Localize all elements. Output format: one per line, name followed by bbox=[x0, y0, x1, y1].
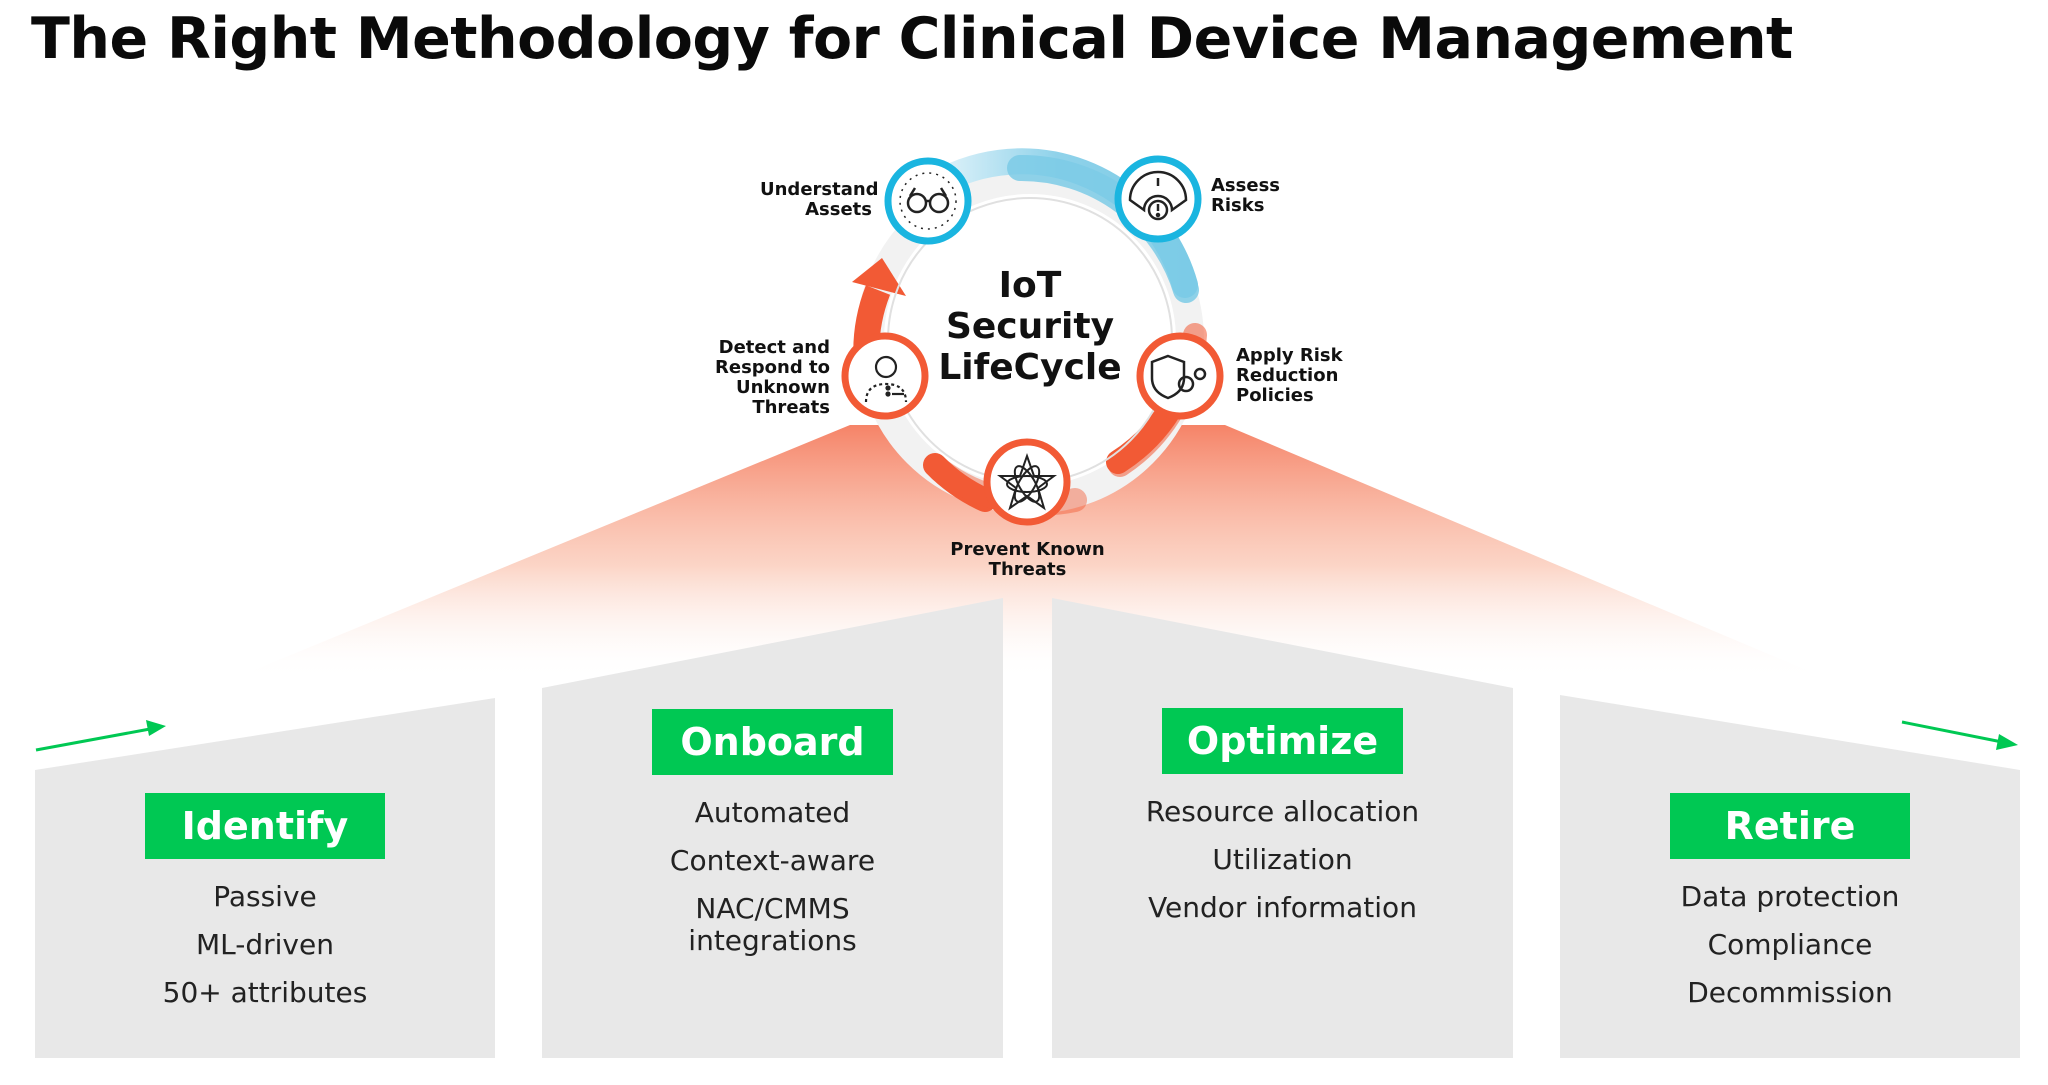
ring-arrowhead bbox=[852, 258, 906, 296]
stage-item: Resource allocation bbox=[1145, 795, 1420, 828]
stage-item: 50+ attributes bbox=[162, 976, 368, 1009]
stage-retire: Retire Data protection Compliance Decomm… bbox=[1560, 793, 2020, 1017]
node-understand-assets bbox=[884, 157, 972, 245]
stage-item: NAC/CMMS integrations bbox=[688, 892, 857, 957]
label-prevent-known-threats: Prevent Known Threats bbox=[950, 539, 1105, 580]
stage-item: Context-aware bbox=[669, 844, 876, 877]
page-title: The Right Methodology for Clinical Devic… bbox=[31, 6, 1793, 72]
stage-item: Vendor information bbox=[1148, 891, 1417, 924]
stage-onboard: Onboard Automated Context-aware NAC/CMMS… bbox=[542, 709, 1003, 965]
stage-panel-identify bbox=[35, 698, 495, 1058]
flow-arrow-right bbox=[1901, 720, 2018, 750]
stage-item: Decommission bbox=[1687, 976, 1893, 1009]
stage-identify: Identify Passive ML-driven 50+ attribute… bbox=[35, 793, 495, 1017]
stage-item: Utilization bbox=[1212, 843, 1353, 876]
label-assess-risks: Assess Risks bbox=[1211, 175, 1280, 216]
stage-badge-optimize: Optimize bbox=[1162, 708, 1403, 774]
stage-badge-identify: Identify bbox=[145, 793, 385, 859]
binoculars-icon bbox=[899, 172, 957, 230]
label-detect-respond: Detect and Respond to Unknown Threats bbox=[715, 337, 830, 418]
lifecycle-ring bbox=[852, 148, 1207, 516]
center-line-3: LifeCycle bbox=[938, 347, 1122, 388]
stage-badge-retire: Retire bbox=[1670, 793, 1910, 859]
stage-optimize: Optimize Resource allocation Utilization… bbox=[1052, 708, 1513, 932]
label-apply-risk-reduction: Apply Risk Reduction Policies bbox=[1236, 345, 1343, 406]
stage-item: Compliance bbox=[1707, 928, 1873, 961]
stage-item: ML-driven bbox=[196, 928, 334, 961]
node-detect-respond bbox=[841, 332, 929, 420]
atom-star-icon bbox=[997, 452, 1057, 511]
gauge-alert-icon bbox=[1128, 170, 1188, 221]
node-apply-risk-reduction bbox=[1136, 332, 1224, 420]
spotlight-fan bbox=[230, 425, 1830, 680]
center-line-1: IoT bbox=[998, 265, 1062, 306]
node-prevent-known-threats bbox=[983, 438, 1071, 526]
lifecycle-center-title: IoT Security LifeCycle bbox=[920, 265, 1140, 388]
node-assess-risks bbox=[1114, 155, 1202, 243]
stage-item: Automated bbox=[694, 796, 851, 829]
center-line-2: Security bbox=[945, 306, 1115, 347]
stage-item: Passive bbox=[213, 880, 317, 913]
label-understand-assets: Understand Assets bbox=[760, 179, 879, 220]
stage-badge-onboard: Onboard bbox=[652, 709, 893, 775]
flow-arrow-left bbox=[35, 720, 166, 752]
shield-gears-icon bbox=[1150, 354, 1207, 400]
user-question-icon bbox=[864, 355, 908, 403]
stage-panel-retire bbox=[1560, 695, 2020, 1058]
stage-item: Data protection bbox=[1680, 880, 1900, 913]
